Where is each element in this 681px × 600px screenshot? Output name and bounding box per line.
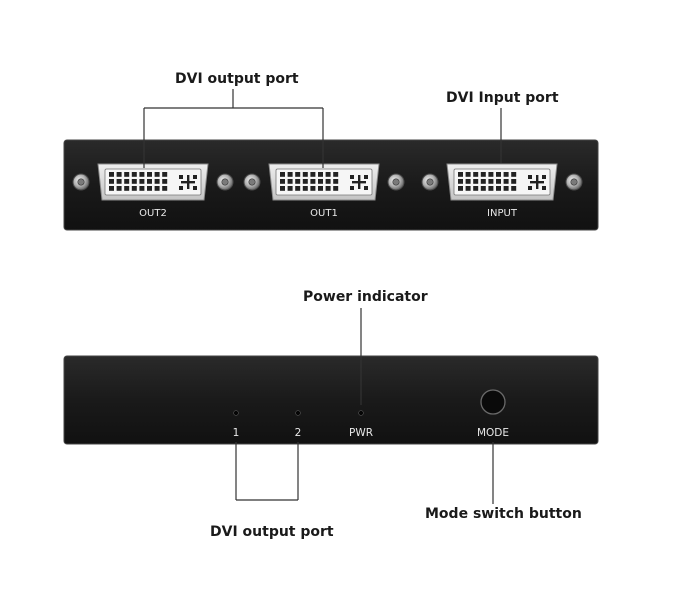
screw-icon: [243, 173, 261, 191]
port-label-out2: OUT2: [139, 208, 167, 219]
port-label-input: INPUT: [487, 208, 518, 219]
dvi-port-out2: [72, 163, 234, 201]
callout-dvi-output-bottom: DVI output port: [210, 524, 334, 540]
front-panel: [63, 355, 599, 445]
dvi-connectors: [72, 163, 583, 201]
screw-icon: [421, 173, 439, 191]
dvi-port-input: [421, 163, 583, 201]
screw-icon: [565, 173, 583, 191]
front-leader-lines: [235, 308, 494, 504]
screw-icon: [387, 173, 405, 191]
led-pwr: [358, 410, 364, 416]
screw-icon: [72, 173, 90, 191]
led-label-pwr: PWR: [349, 427, 373, 439]
rear-leader-lines: [143, 89, 502, 168]
screw-icon: [216, 173, 234, 191]
led-2: [295, 410, 301, 416]
dvi-port-out1: [243, 163, 405, 201]
port-label-out1: OUT1: [310, 208, 338, 219]
mode-button[interactable]: [480, 389, 506, 415]
callout-dvi-input: DVI Input port: [446, 90, 559, 106]
led-label-1: 1: [233, 427, 240, 439]
callout-power-indicator: Power indicator: [303, 289, 428, 305]
led-label-2: 2: [295, 427, 302, 439]
callout-mode-switch: Mode switch button: [425, 506, 582, 522]
callout-dvi-output-top: DVI output port: [175, 71, 299, 87]
led-1: [233, 410, 239, 416]
mode-button-label: MODE: [477, 427, 509, 439]
